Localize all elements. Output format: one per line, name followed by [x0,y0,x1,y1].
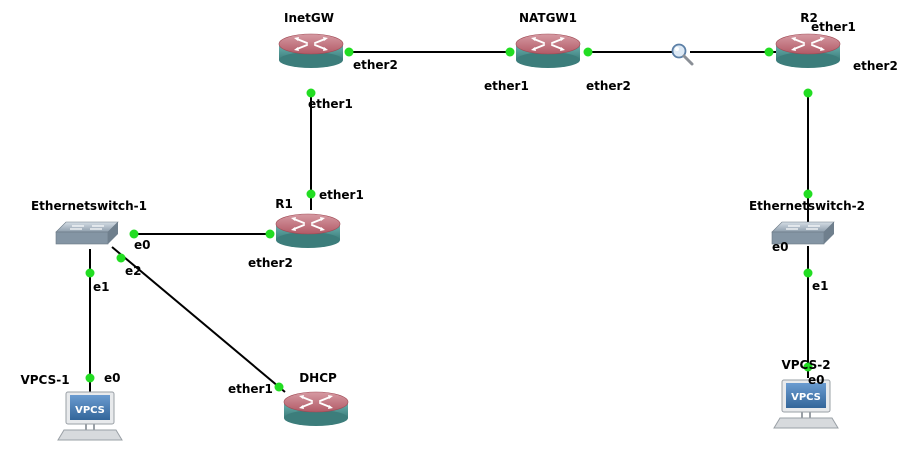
port-label-switch1-e1: e1 [93,280,110,294]
label-inetgw: InetGW [284,11,334,25]
label-r2: R2 [800,11,818,25]
port-dot-r2-ether1[interactable] [764,47,774,57]
port-label-r1-ether2: ether2 [248,256,293,270]
port-label-r1-ether1: ether1 [319,188,364,202]
port-label-inetgw-ether1: ether1 [308,97,353,111]
port-dot-inetgw-ether2[interactable] [344,47,354,57]
port-dots [85,47,813,392]
port-label-dhcp-ether1: ether1 [228,382,273,396]
router-r1[interactable] [275,213,341,249]
port-label-switch2-e1: e1 [812,279,829,293]
port-label-switch1-e2: e2 [125,264,142,278]
label-ethernetswitch-1: Ethernetswitch-1 [31,199,147,213]
port-dot-r2-ether2[interactable] [803,88,813,98]
label-dhcp: DHCP [299,371,337,385]
port-dot-r1-ether2[interactable] [265,229,275,239]
router-natgw1[interactable] [515,33,581,69]
label-vpcs-2: VPCS-2 [781,358,830,372]
port-label-vpcs1-e0: e0 [104,371,121,385]
port-label-natgw1-ether2: ether2 [586,79,631,93]
link-switch1-dhcp[interactable] [111,246,286,393]
switch-ethernetswitch-1[interactable] [55,221,119,245]
port-dot-natgw1-ether1[interactable] [505,47,515,57]
port-dot-switch1-e2[interactable] [116,253,126,263]
label-natgw1: NATGW1 [519,11,577,25]
port-label-r2-ether2: ether2 [853,59,898,73]
port-dot-natgw1-ether2[interactable] [583,47,593,57]
router-r2[interactable] [775,33,841,69]
vpcs-1-screen-text: VPCS [75,405,105,416]
port-dot-switch2-e1[interactable] [803,268,813,278]
magnifier-icon[interactable] [671,43,694,66]
port-dot-switch1-e0[interactable] [129,229,139,239]
host-vpcs-2[interactable]: VPCS [773,379,839,429]
port-dot-r1-ether1[interactable] [306,189,316,199]
links [89,51,809,393]
router-dhcp[interactable] [283,391,349,427]
port-label-inetgw-ether2: ether2 [353,58,398,72]
port-dot-switch2-e0[interactable] [803,189,813,199]
port-label-vpcs2-e0: e0 [808,373,825,387]
port-label-r2-ether1: ether1 [811,20,856,34]
port-dot-switch1-e1[interactable] [85,268,95,278]
port-label-switch1-e0: e0 [134,238,151,252]
label-vpcs-1: VPCS-1 [20,373,69,387]
port-dot-vpcs2-e0[interactable] [803,362,813,372]
port-label-switch2-e0: e0 [772,240,789,254]
router-inetgw[interactable] [278,33,344,69]
host-vpcs-1[interactable]: VPCS [57,391,123,441]
label-r1: R1 [275,197,293,211]
label-ethernetswitch-2: Ethernetswitch-2 [749,199,865,213]
port-label-natgw1-ether1: ether1 [484,79,529,93]
port-dot-vpcs1-e0[interactable] [85,373,95,383]
vpcs-2-screen-text: VPCS [791,392,821,403]
port-dot-dhcp-ether1[interactable] [274,382,284,392]
port-dot-inetgw-ether1[interactable] [306,88,316,98]
